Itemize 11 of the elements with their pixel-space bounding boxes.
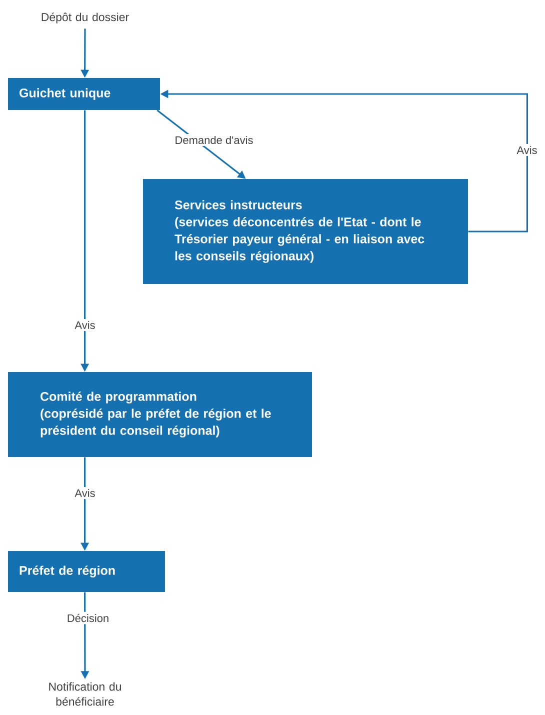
process-box: Préfet de région — [8, 551, 165, 592]
edge-label: Avis — [514, 144, 540, 156]
edge-label: Avis — [72, 486, 98, 500]
step-text: Dépôt du dossier — [42, 12, 129, 24]
process-box: Comité de programmation (coprésidé par le préfet de région et le président du conseil régional) — [8, 372, 312, 457]
edge-label: Avis — [72, 318, 98, 332]
process-box: Guichet unique — [8, 78, 160, 110]
step-text: Notification du bénéficiaire — [49, 682, 121, 706]
edge-label: Demande d'avis — [172, 134, 256, 146]
edge-label: Décision — [64, 612, 112, 624]
process-box: Services instructeurs (services déconcentrés de l'Etat - dont le Trésorier payeur général - en liaison avec les conseils régionaux) — [143, 179, 468, 284]
